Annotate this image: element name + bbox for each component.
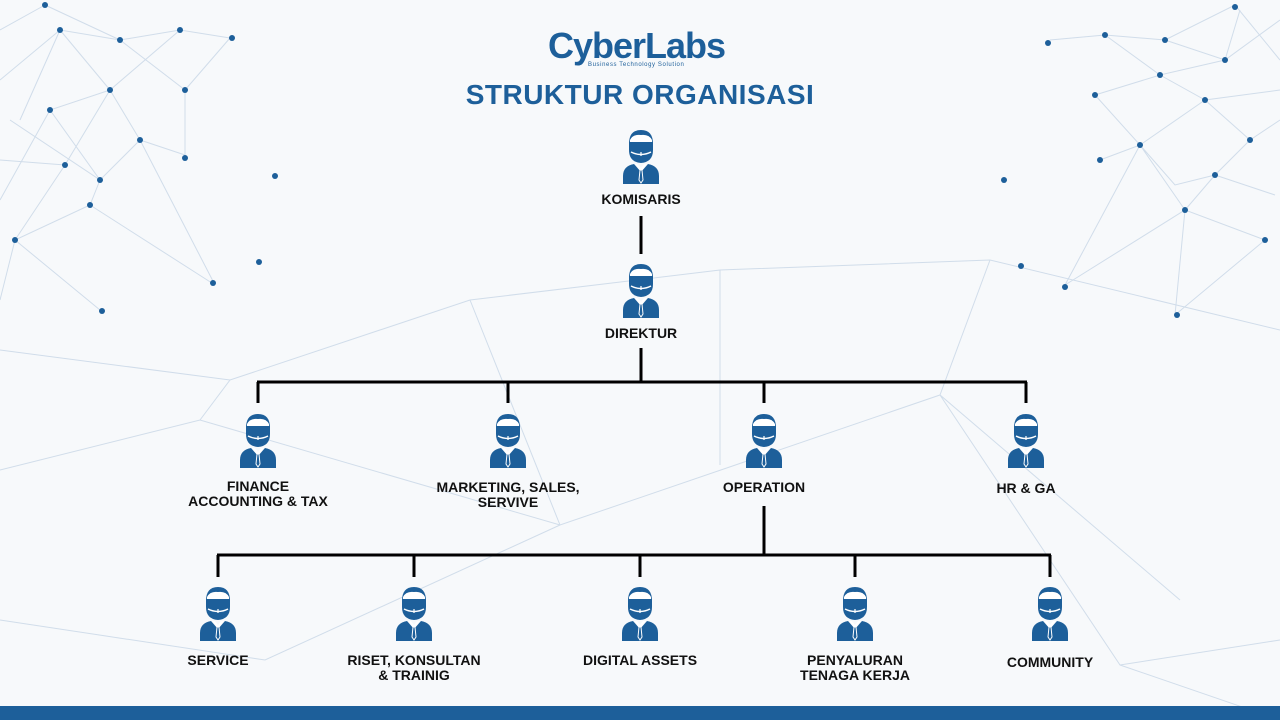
node-operation: OPERATION — [654, 412, 874, 495]
node-label: KOMISARIS — [601, 191, 681, 207]
node-marketing: MARKETING, SALES, SERVIVE — [398, 412, 618, 510]
node-label: COMMUNITY — [1006, 654, 1094, 670]
node-komisaris: KOMISARIS — [531, 128, 751, 207]
person-icon — [620, 585, 660, 641]
person-icon — [621, 128, 661, 184]
person-icon — [744, 412, 784, 468]
node-label: DIGITAL ASSETS — [582, 652, 698, 668]
person-icon — [394, 585, 434, 641]
logo-wordmark: CyberLabs — [548, 25, 726, 66]
node-label: HR & GA — [996, 480, 1056, 496]
node-label: FINANCE ACCOUNTING & TAX — [188, 478, 328, 509]
node-label: SERVICE — [187, 652, 249, 668]
person-icon — [238, 412, 278, 468]
page-title: STRUKTUR ORGANISASI — [465, 79, 815, 110]
node-riset: RISET, KONSULTAN & TRAINIG — [304, 585, 524, 683]
person-icon — [835, 585, 875, 641]
node-service: SERVICE — [108, 585, 328, 668]
node-digital-assets: DIGITAL ASSETS — [530, 585, 750, 668]
node-penyaluran: PENYALURAN TENAGA KERJA — [745, 585, 965, 683]
person-icon — [488, 412, 528, 468]
node-direktur: DIREKTUR — [531, 262, 751, 341]
node-label: DIREKTUR — [604, 325, 678, 341]
node-finance: FINANCE ACCOUNTING & TAX — [148, 412, 368, 509]
person-icon — [1030, 585, 1070, 641]
cyberlabs-logo: CyberLabs Business Technology Solution — [548, 22, 734, 74]
node-label: MARKETING, SALES, SERVIVE — [436, 479, 580, 510]
footer-bar — [0, 706, 1280, 720]
node-label: OPERATION — [722, 479, 806, 495]
person-icon — [1006, 412, 1046, 468]
person-icon — [621, 262, 661, 318]
node-label: RISET, KONSULTAN & TRAINIG — [347, 652, 481, 683]
node-community: COMMUNITY — [940, 585, 1160, 670]
person-icon — [198, 585, 238, 641]
node-hr-ga: HR & GA — [916, 412, 1136, 496]
node-label: PENYALURAN TENAGA KERJA — [800, 652, 910, 683]
logo-tagline: Business Technology Solution — [588, 62, 685, 68]
